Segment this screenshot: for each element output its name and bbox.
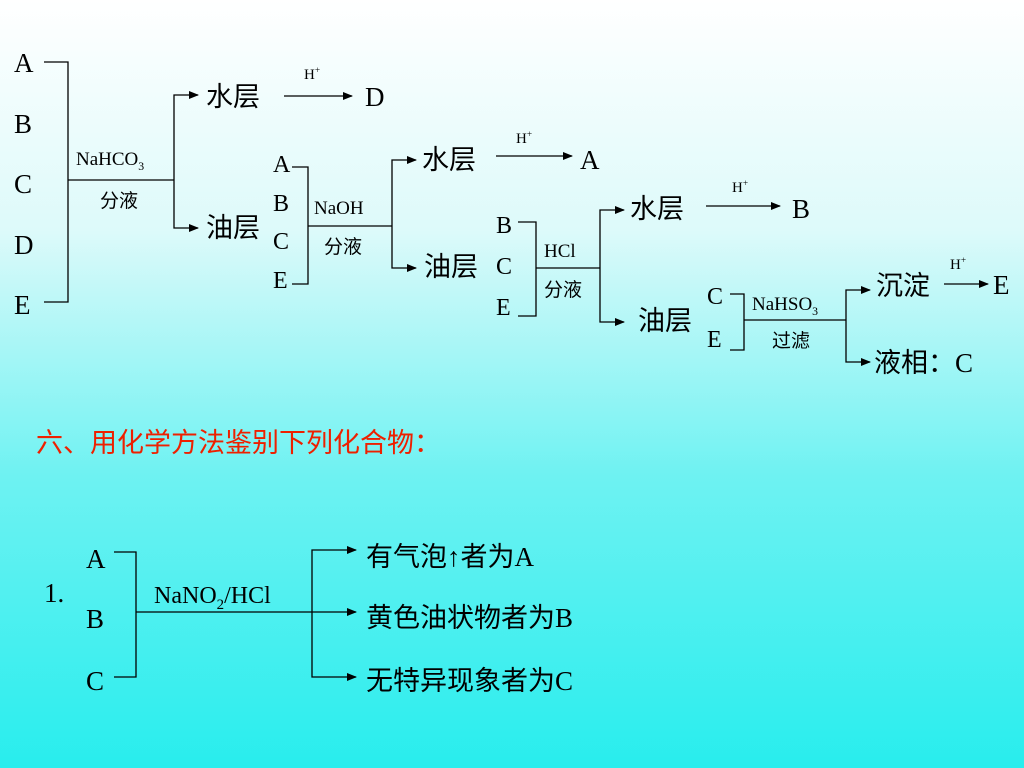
reagent-hcl: HCl: [544, 241, 576, 262]
section-title: 六、用化学方法鉴别下列化合物：: [36, 428, 441, 458]
mixture3-c: C: [496, 254, 513, 280]
mixture4-e: E: [707, 327, 722, 353]
acid-label-2: H+: [516, 130, 533, 147]
mixture-label-a: A: [14, 48, 34, 78]
operation-separation-1: 分液: [100, 191, 139, 212]
question-number: 1.: [44, 578, 65, 608]
result-yellow-oil: 黄色油状物者为B: [366, 603, 574, 633]
mixture-label-c: C: [14, 169, 33, 199]
product-a: A: [580, 145, 600, 175]
result-gas-bubbles: 有气泡↑者为A: [366, 542, 534, 572]
reagent-nahco3: NaHCO3: [76, 149, 145, 173]
mixture4-c: C: [707, 284, 724, 310]
acid-label-1: H+: [304, 66, 321, 83]
result-no-change: 无特异现象者为C: [366, 666, 574, 696]
mixture2-e: E: [273, 268, 288, 294]
scheme2-mixture-a: A: [86, 544, 106, 574]
mixture-label-e: E: [14, 290, 31, 320]
acid-label-3: H+: [732, 179, 749, 196]
aqueous-layer-1: 水层: [206, 82, 260, 112]
reagent-naoh: NaOH: [314, 198, 364, 219]
liquid-phase-c: 液相：C: [874, 348, 974, 378]
product-e: E: [993, 270, 1010, 300]
scheme2-mixture-c: C: [86, 666, 105, 696]
organic-layer-2: 油层: [424, 252, 478, 282]
reagent-nahso3: NaHSO3: [752, 294, 819, 318]
organic-layer-1: 油层: [206, 213, 260, 243]
operation-separation-3: 分液: [544, 280, 583, 301]
mixture2-a: A: [273, 152, 291, 178]
precipitate-label: 沉淀: [876, 271, 930, 301]
organic-layer-3: 油层: [638, 306, 692, 336]
product-b: B: [792, 194, 811, 224]
scheme2-mixture-b: B: [86, 604, 105, 634]
mixture-label-d: D: [14, 230, 34, 260]
aqueous-layer-3: 水层: [630, 194, 684, 224]
mixture2-b: B: [273, 191, 290, 217]
operation-separation-2: 分液: [324, 237, 363, 258]
product-d: D: [365, 82, 385, 112]
aqueous-layer-2: 水层: [422, 145, 476, 175]
reagent-nano2-hcl: NaNO2/HCl: [154, 583, 271, 613]
mixture2-c: C: [273, 229, 290, 255]
operation-filtration: 过滤: [772, 331, 811, 352]
mixture-label-b: B: [14, 109, 33, 139]
acid-label-4: H+: [950, 256, 967, 273]
mixture3-b: B: [496, 213, 513, 239]
mixture3-e: E: [496, 295, 511, 321]
